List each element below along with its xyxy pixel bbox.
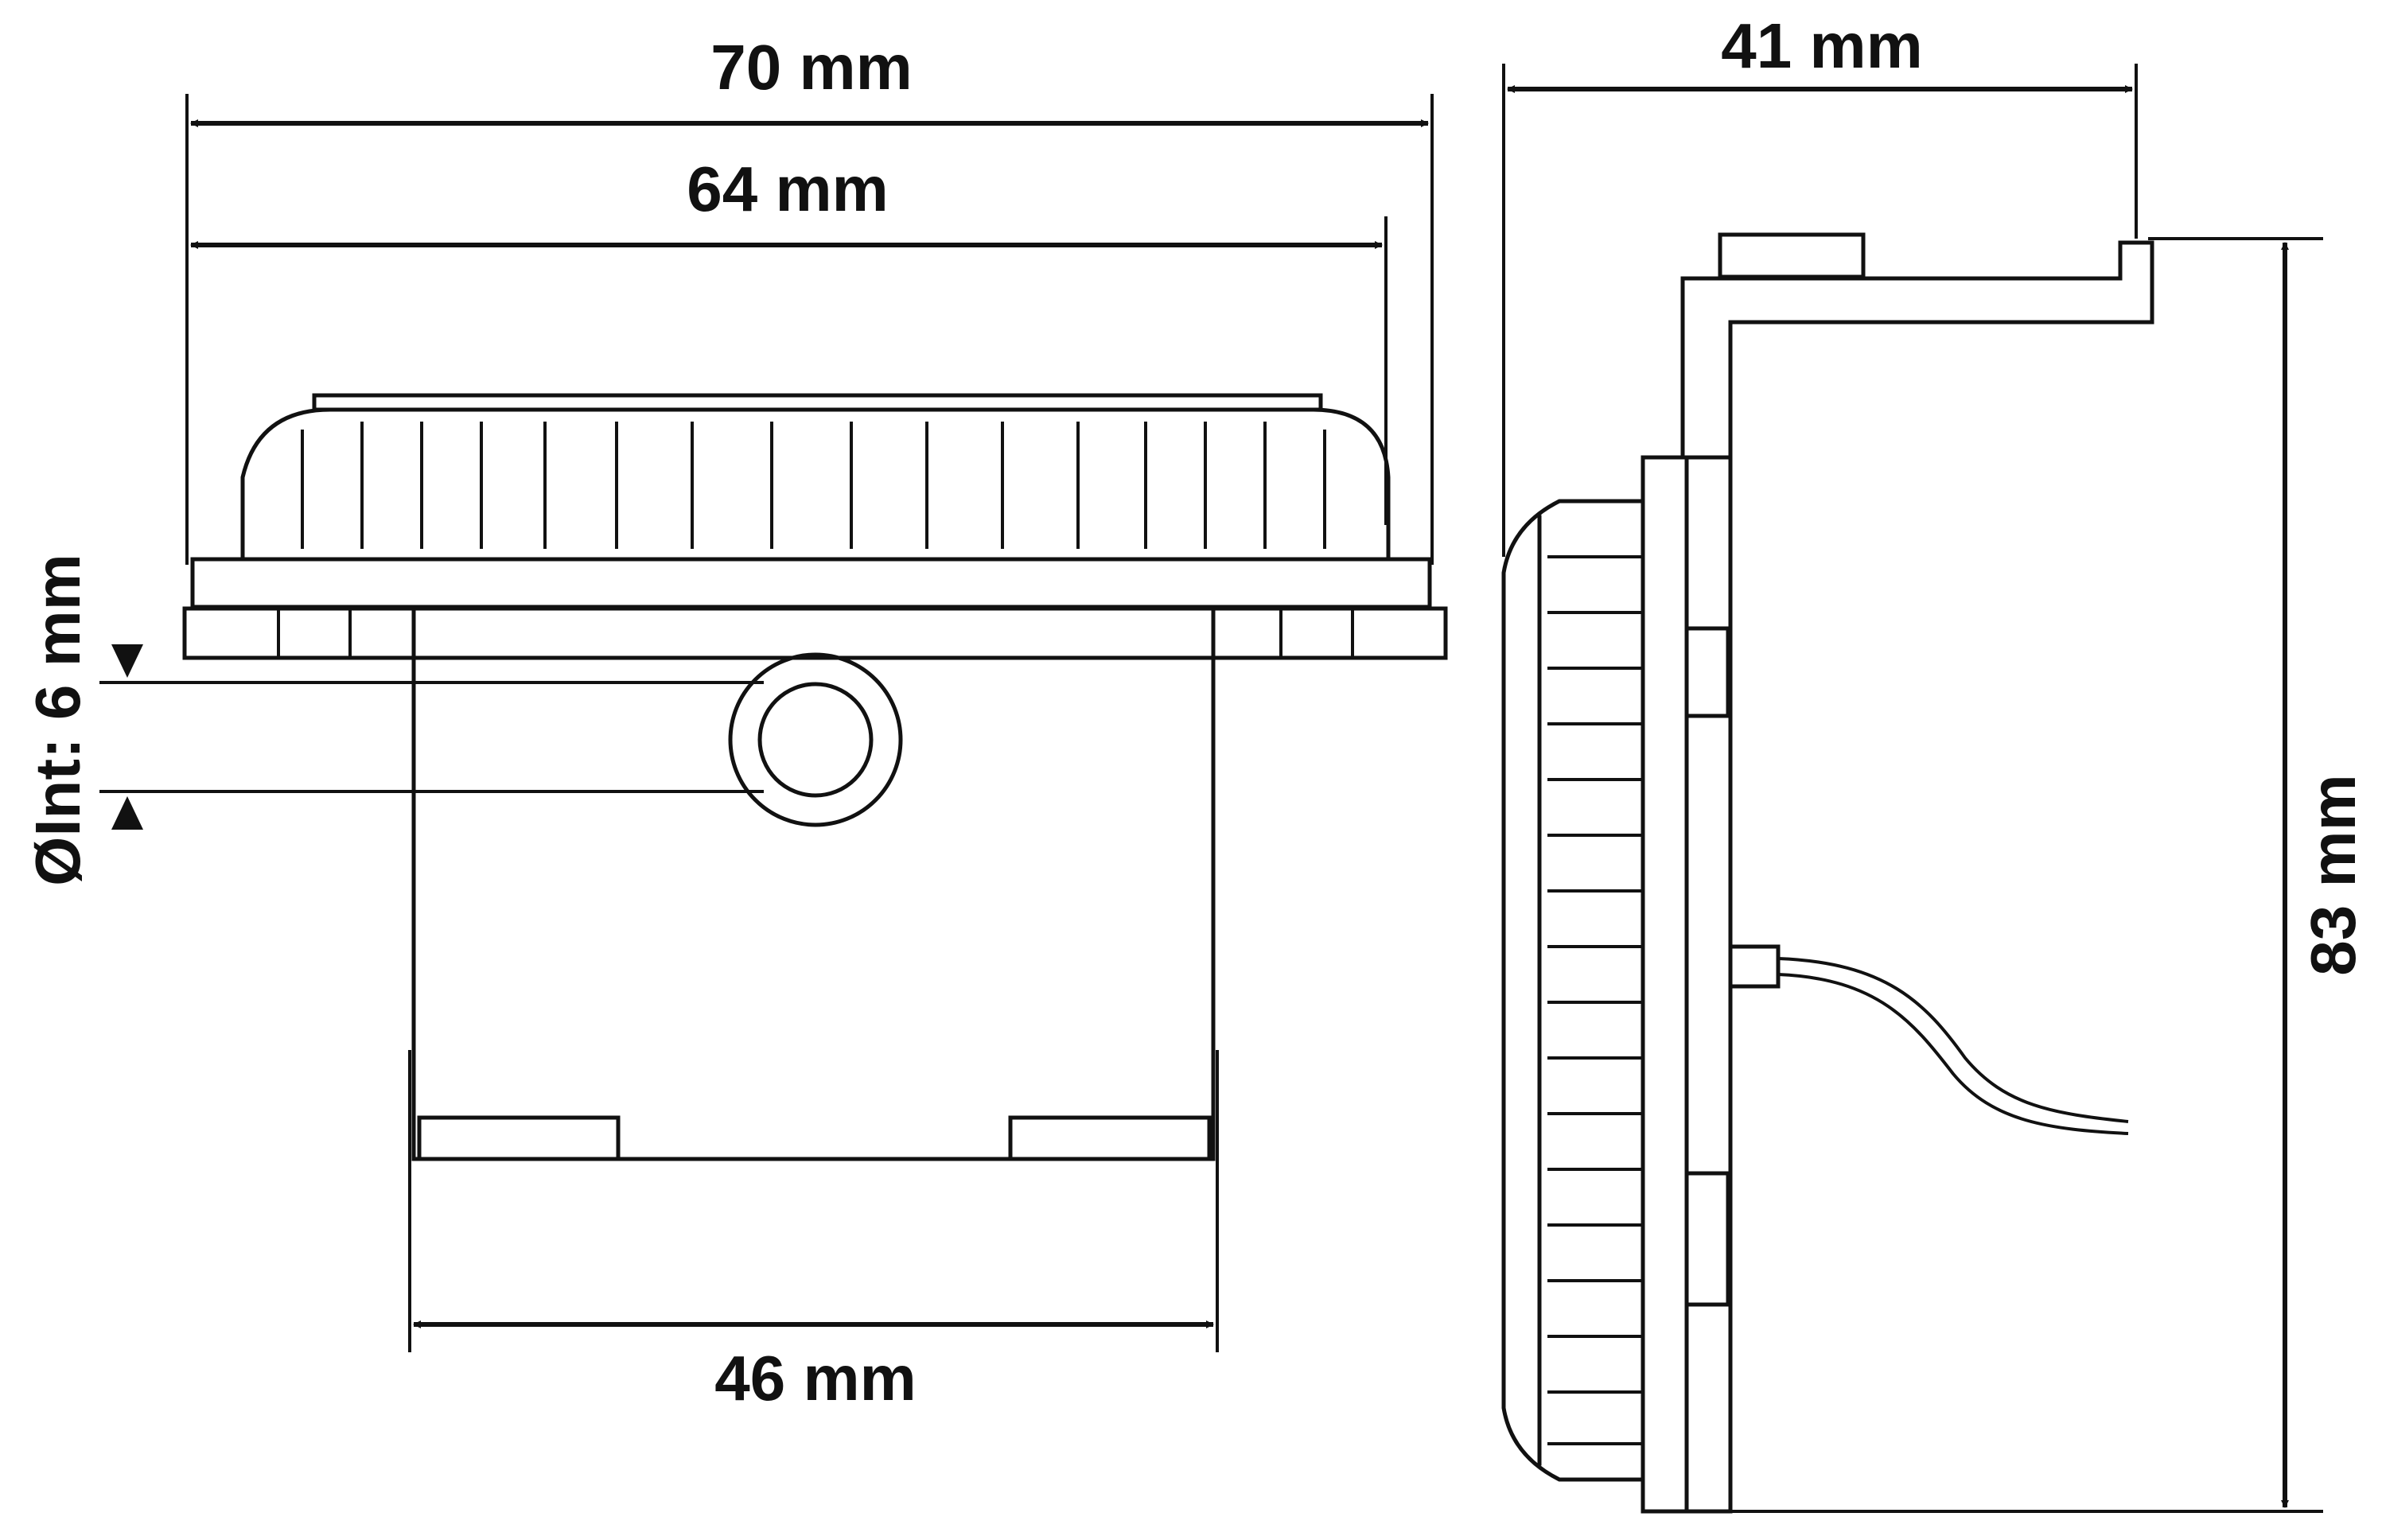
dim-label-83: 83 mm: [2298, 774, 2368, 975]
dim-label-hole: ØInt: 6 mm: [22, 554, 93, 886]
side-fins: [1547, 555, 1643, 1445]
side-cap: [1501, 499, 1645, 1482]
cable-gland: [1728, 944, 1781, 989]
dim-label-41: 41 mm: [1721, 10, 1922, 81]
top-bracket: [1680, 240, 2154, 460]
front-view: 70 mm 64 mm 46 mm ØInt: 6 mm: [22, 32, 1448, 1414]
dim-label-46: 46 mm: [714, 1343, 916, 1414]
flange: [182, 606, 1448, 660]
finned-cap: [240, 407, 1391, 559]
dim-arrow-down: [111, 644, 143, 678]
cable: [1777, 957, 2129, 1123]
top-switch: [1718, 232, 1866, 279]
dim-arrow-up: [111, 796, 143, 830]
cap-fins: [301, 422, 1326, 549]
outlet-hole: [757, 682, 874, 798]
dim-label-70: 70 mm: [710, 32, 912, 103]
outlet-ring: [728, 652, 903, 827]
side-view: 41 mm 83 mm: [1501, 10, 2368, 1514]
pump-body: [411, 606, 1216, 1161]
base-plate: [190, 557, 1432, 609]
dim-label-64: 64 mm: [687, 154, 888, 224]
